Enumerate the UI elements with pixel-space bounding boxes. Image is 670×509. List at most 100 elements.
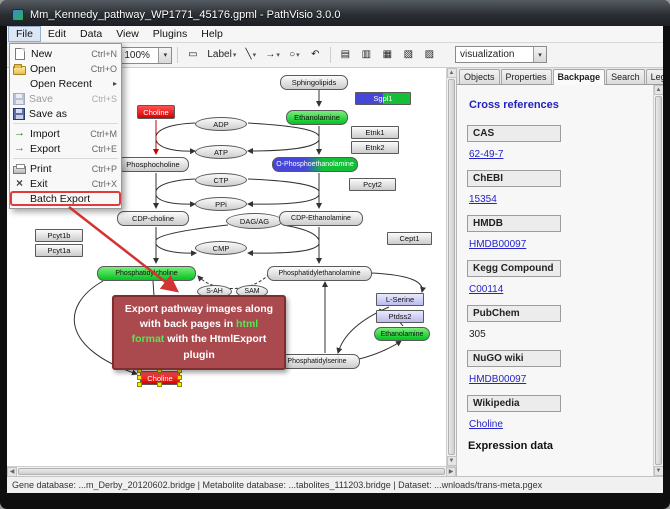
xref-link[interactable]: 15354: [469, 194, 497, 205]
canvas-horizontal-scrollbar[interactable]: ◀ ▶: [7, 466, 456, 477]
scroll-down-icon[interactable]: ▼: [446, 456, 457, 466]
xref-title: HMDB: [467, 215, 561, 232]
pathway-node-cept1[interactable]: Cept1: [387, 232, 432, 245]
tab-properties[interactable]: Properties: [500, 69, 552, 84]
menu-item-shortcut: Ctrl+X: [91, 178, 117, 189]
connector-tool-button[interactable]: →▾: [262, 46, 283, 65]
chevron-down-icon[interactable]: ▾: [158, 47, 172, 63]
tab-backpage[interactable]: Backpage: [552, 69, 606, 85]
file-menu-item-open-recent[interactable]: Open Recent▸: [10, 76, 121, 91]
scrollbar-thumb[interactable]: [448, 79, 455, 455]
file-menu-item-save-as[interactable]: Save as: [10, 106, 121, 121]
menu-separator: [13, 123, 118, 124]
pathway-node-phosphatidylserine[interactable]: Phosphatidylserine: [274, 354, 360, 369]
pathway-node-l-serine[interactable]: L-Serine: [376, 293, 424, 306]
annotation-text: Export pathway images along with back pa…: [124, 303, 274, 331]
title-bar[interactable]: Mm_Kennedy_pathway_WP1771_45176.gpml - P…: [0, 0, 670, 26]
pathway-node-ethanolamine-right[interactable]: Ethanolamine: [374, 327, 430, 341]
tab-objects[interactable]: Objects: [459, 69, 500, 84]
gene-product-tool-button[interactable]: ▭: [183, 46, 202, 65]
pathway-node-phosphatidylcholine[interactable]: Phosphatidylcholine: [97, 266, 196, 281]
align-top-button[interactable]: ▧: [399, 46, 418, 65]
selection-handle[interactable]: [177, 375, 182, 380]
pathway-node-adp[interactable]: ADP: [195, 117, 247, 131]
selection-handle[interactable]: [177, 382, 182, 387]
chevron-down-icon[interactable]: ▾: [533, 47, 546, 62]
visualization-combobox[interactable]: visualization ▾: [455, 46, 547, 63]
window-title: Mm_Kennedy_pathway_WP1771_45176.gpml - P…: [30, 8, 341, 21]
selection-handle[interactable]: [157, 382, 162, 387]
pathway-node-o-phosphoethanolamine[interactable]: O-Phosphoethanolamine: [272, 157, 358, 172]
pathway-node-etnk1[interactable]: Etnk1: [351, 126, 399, 139]
selection-handle[interactable]: [137, 375, 142, 380]
pathway-node-pcyt2[interactable]: Pcyt2: [349, 178, 396, 191]
xref-title: NuGO wiki: [467, 350, 561, 367]
sidepanel-tabs: ObjectsPropertiesBackpageSearchLegend: [457, 68, 663, 85]
xref-link[interactable]: HMDB00097: [469, 239, 527, 250]
menubar-item-data[interactable]: Data: [80, 28, 103, 40]
align-center-button[interactable]: ▥: [357, 46, 376, 65]
shape-tool-button[interactable]: ○▾: [285, 46, 304, 65]
pathway-node-phosphatidylethanolamine[interactable]: Phosphatidylethanolamine: [267, 266, 372, 281]
scroll-up-icon[interactable]: ▲: [653, 85, 663, 95]
align-right-button[interactable]: ▦: [378, 46, 397, 65]
line-tool-button[interactable]: ╲▾: [241, 46, 260, 65]
scroll-right-icon[interactable]: ▶: [446, 466, 456, 477]
canvas-vertical-scrollbar[interactable]: ▲ ▼: [446, 68, 457, 466]
pathway-node-atp[interactable]: ATP: [195, 145, 247, 159]
zoom-value: 100%: [124, 49, 150, 61]
tab-search[interactable]: Search: [606, 69, 645, 84]
pathway-node-sam[interactable]: SAM: [236, 285, 268, 298]
selection-handle[interactable]: [137, 382, 142, 387]
menubar-item-view[interactable]: View: [116, 28, 139, 40]
pathway-node-etnk2[interactable]: Etnk2: [351, 141, 399, 154]
label-tool-button[interactable]: Label▾: [204, 46, 239, 65]
xref-title: ChEBI: [467, 170, 561, 187]
none-icon: [13, 77, 26, 90]
pathway-node-ethanolamine-top[interactable]: Ethanolamine: [286, 110, 348, 125]
align-left-button[interactable]: ▤: [336, 46, 355, 65]
pathway-node-ctp[interactable]: CTP: [195, 173, 247, 187]
xref-link[interactable]: HMDB00097: [469, 374, 527, 385]
pathway-node-cdp-ethanolamine[interactable]: CDP-Ethanolamine: [279, 211, 363, 226]
menubar-item-edit[interactable]: Edit: [47, 28, 67, 40]
scrollbar-thumb[interactable]: [655, 96, 662, 465]
pathway-node-choline-top[interactable]: Choline: [137, 105, 175, 119]
xref-link[interactable]: C00114: [469, 284, 504, 295]
stack-vertical-button[interactable]: ▨: [420, 46, 439, 65]
xref-link[interactable]: Choline: [469, 419, 503, 430]
pathway-node-sgpl1[interactable]: Sgpl1: [355, 92, 411, 105]
xref-value: 305: [469, 329, 486, 340]
pathway-node-pcyt1b[interactable]: Pcyt1b: [35, 229, 83, 242]
xref-link[interactable]: 62-49-7: [469, 149, 504, 160]
undo-button[interactable]: ↶: [306, 46, 325, 65]
pathway-node-pcyt1a[interactable]: Pcyt1a: [35, 244, 83, 257]
pathway-node-dag-ag[interactable]: DAG/AG: [226, 213, 283, 229]
scroll-up-icon[interactable]: ▲: [446, 68, 457, 78]
tab-legend[interactable]: Legend: [645, 69, 663, 84]
toolbar-tool-group: ▭Label▾╲▾→▾○▾↶: [183, 46, 325, 65]
pathway-node-phosphocholine[interactable]: Phosphocholine: [117, 157, 189, 172]
file-menu-item-batch-export[interactable]: Batch Export: [10, 191, 121, 206]
scroll-down-icon[interactable]: ▼: [653, 466, 663, 476]
pathway-node-sphingolipids[interactable]: Sphingolipids: [280, 75, 348, 90]
menubar-item-file[interactable]: File: [8, 26, 41, 42]
sidepanel-scrollbar[interactable]: ▲ ▼: [653, 85, 663, 476]
pathway-node-ppi[interactable]: PPi: [195, 197, 247, 211]
menubar-item-help[interactable]: Help: [201, 28, 223, 40]
zoom-combobox[interactable]: 100% ▾: [119, 46, 173, 64]
scrollbar-thumb[interactable]: [18, 468, 445, 475]
pathway-node-ptdss2[interactable]: Ptdss2: [376, 310, 424, 323]
scroll-left-icon[interactable]: ◀: [7, 466, 17, 477]
menubar-item-plugins[interactable]: Plugins: [152, 28, 188, 40]
pathway-node-cdp-choline[interactable]: CDP-choline: [117, 211, 189, 226]
pathway-node-cmp[interactable]: CMP: [195, 241, 247, 255]
